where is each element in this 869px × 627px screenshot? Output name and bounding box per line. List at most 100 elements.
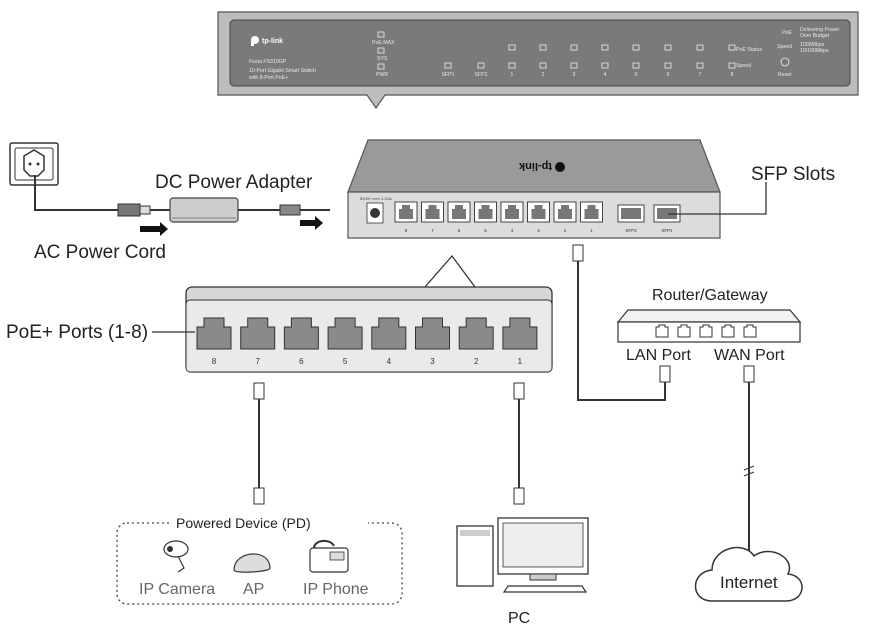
- ap-label: AP: [243, 581, 264, 598]
- port-led-label: SFP1: [442, 72, 455, 78]
- poe-status-led: [664, 44, 672, 51]
- rj45-port: 8: [394, 201, 418, 233]
- dc-power-adapter-icon: [169, 197, 239, 223]
- arrow-icon: [140, 222, 168, 236]
- rear-rj45-ports: 8 7 6 5 4 3 2 1: [394, 201, 603, 233]
- powered-device-label: Powered Device (PD): [176, 515, 311, 531]
- poe-port: 6: [283, 317, 319, 366]
- speed-led: [444, 62, 452, 69]
- poe-port: 7: [240, 317, 276, 366]
- dc-power-adapter-label: DC Power Adapter: [155, 172, 313, 193]
- router-port: [743, 324, 757, 338]
- sfp-slot-label: SFP1: [661, 228, 673, 233]
- speed-led: [696, 62, 704, 69]
- poe-status-led: [539, 44, 547, 51]
- reset-label: Reset: [778, 72, 792, 78]
- speed-led: [664, 62, 672, 69]
- poe-status-led: [728, 44, 736, 51]
- rear-port-label: 4: [511, 228, 514, 233]
- speed-led: [477, 62, 485, 69]
- sfp-slots-label: SFP Slots: [751, 164, 835, 185]
- tp-link-logo: tp-link: [251, 36, 283, 46]
- front-panel: [229, 19, 851, 87]
- rj45-port: 2: [553, 201, 577, 233]
- poe-port: 2: [458, 317, 494, 366]
- rear-port-label: 3: [537, 228, 540, 233]
- speed-led: [601, 62, 609, 69]
- router-port: [699, 324, 713, 338]
- poe-port-label: 2: [474, 357, 479, 366]
- poe-status-led: [508, 44, 516, 51]
- pc-icon: [456, 517, 589, 593]
- pc-label: PC: [508, 610, 530, 627]
- svg-text:Over Budget: Over Budget: [800, 33, 830, 39]
- internet-cloud-icon: [694, 546, 803, 602]
- ip-camera-icon: [163, 540, 189, 573]
- poe-port: 5: [327, 317, 363, 366]
- arrow-icon: [300, 216, 323, 230]
- rear-port-label: 7: [431, 228, 434, 233]
- port-led-label: 1: [511, 72, 514, 78]
- poe-port-label: 6: [299, 357, 304, 366]
- svg-text:10/100Mbps: 10/100Mbps: [800, 48, 829, 54]
- ip-phone-icon: [309, 540, 349, 573]
- rear-port-label: 2: [564, 228, 567, 233]
- port-led-label: 3: [573, 72, 576, 78]
- ac-plug-icon: [117, 203, 170, 217]
- router-port: [721, 324, 735, 338]
- speed-led: [632, 62, 640, 69]
- poe-status-led: [632, 44, 640, 51]
- poe-port-label: 4: [387, 357, 392, 366]
- router-port: [655, 324, 669, 338]
- ethernet-cable-wan: [743, 365, 755, 568]
- poe-port-label: 8: [212, 357, 217, 366]
- rear-port-label: 5: [484, 228, 487, 233]
- led-legend: PoE Delivering Power Over Budget Speed 1…: [777, 27, 839, 78]
- rj45-port: 3: [527, 201, 550, 233]
- ap-icon: [233, 553, 271, 573]
- model-desc-line2: with 8-Port PoE+: [249, 75, 288, 81]
- speed-label: Speed: [736, 63, 751, 69]
- svg-text:53.5V ═══ 1.21A: 53.5V ═══ 1.21A: [360, 196, 392, 201]
- lan-port-label: LAN Port: [626, 347, 691, 364]
- speed-led: [508, 62, 516, 69]
- led-pwr-label: PWR: [376, 72, 388, 78]
- rj45-port: 6: [447, 201, 471, 233]
- poe-port: 8: [196, 317, 232, 366]
- speed-led: [570, 62, 578, 69]
- port-led-label: SFP2: [475, 72, 488, 78]
- rj45-port: 1: [580, 201, 603, 233]
- led-poe-max-label: PoE MAX: [372, 40, 395, 46]
- rear-port-label: 1: [590, 228, 593, 233]
- rj45-port: 4: [500, 201, 524, 233]
- reset-button[interactable]: [780, 57, 790, 67]
- poe-port-label: 5: [343, 357, 348, 366]
- ac-power-cord-label: AC Power Cord: [34, 242, 166, 263]
- ethernet-cable-uplink: [572, 244, 671, 401]
- rear-port-label: 6: [458, 228, 461, 233]
- ethernet-cable-port1: [513, 382, 525, 505]
- sfp-pointer-line: [668, 182, 767, 215]
- speed-led: [728, 62, 736, 69]
- port-led-label: 5: [635, 72, 638, 78]
- svg-text:tp-link: tp-link: [262, 38, 283, 45]
- ip-camera-label: IP Camera: [139, 581, 215, 598]
- wan-port-label: WAN Port: [714, 347, 785, 364]
- router-gateway-label: Router/Gateway: [652, 287, 768, 304]
- speed-led: [539, 62, 547, 69]
- poe-status-label: PoE Status: [736, 47, 762, 53]
- sfp-slot: SFP2: [617, 204, 645, 233]
- ethernet-cable-port8: [253, 382, 265, 505]
- poe-port: 4: [371, 317, 407, 366]
- svg-text:tp-link: tp-link: [518, 160, 552, 172]
- router-port: [677, 324, 691, 338]
- dc-plug-icon: [279, 204, 330, 216]
- system-leds: PoE MAX SYS PWR: [372, 31, 395, 78]
- svg-text:Speed: Speed: [777, 44, 792, 50]
- poe-port: 1: [502, 317, 538, 366]
